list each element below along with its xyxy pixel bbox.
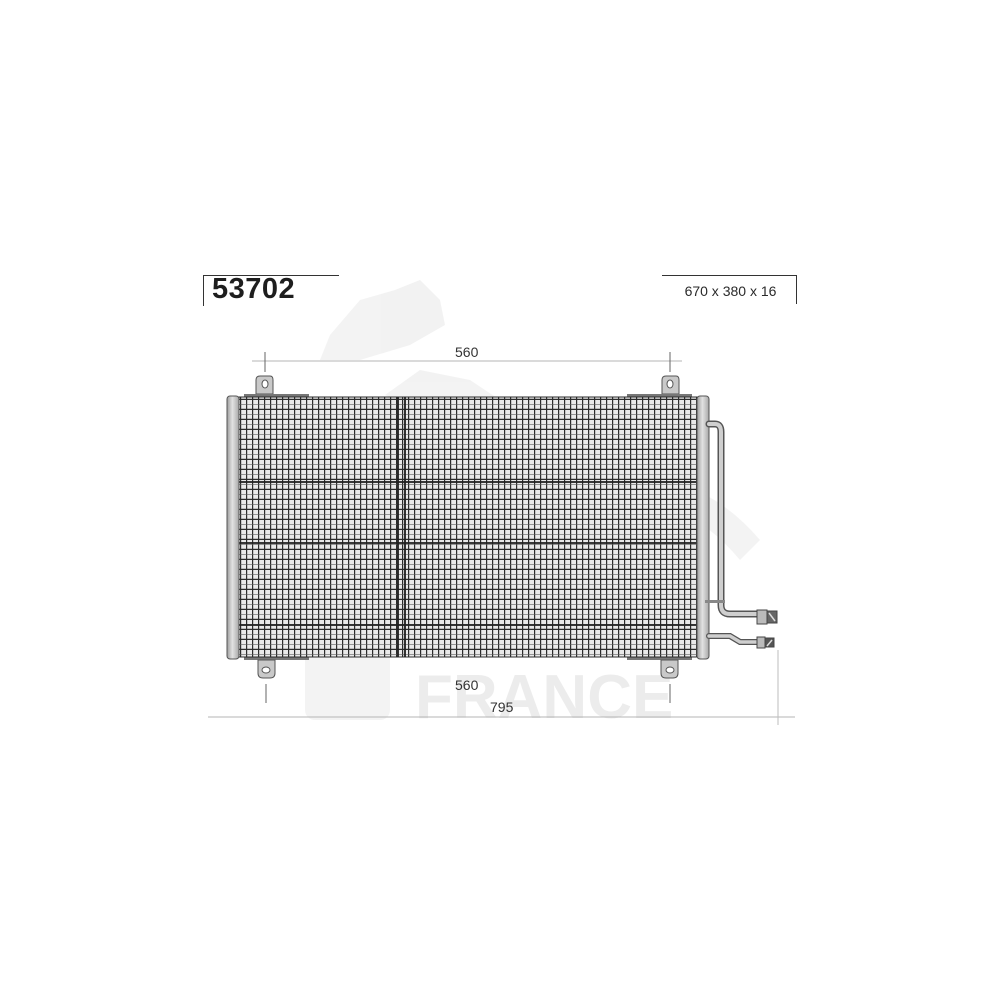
condenser-core bbox=[238, 396, 698, 658]
pipe-fittings bbox=[756, 609, 778, 649]
top-rail-left bbox=[244, 394, 309, 397]
dimensions-frame bbox=[662, 275, 797, 304]
top-rail-right bbox=[627, 394, 692, 397]
top-dimension bbox=[252, 352, 682, 372]
left-header-tank bbox=[226, 395, 240, 660]
bottom-rail-right bbox=[627, 657, 692, 660]
watermark-text: FRANCE bbox=[415, 663, 673, 732]
refrigerant-pipes bbox=[705, 420, 762, 645]
watermark-hand-icon bbox=[320, 280, 445, 360]
bottom-rail-left bbox=[244, 657, 309, 660]
overall-dimensions-label: 670 x 380 x 16 bbox=[684, 283, 777, 299]
overall-width-label: 795 bbox=[490, 699, 514, 715]
part-reference-number: 53702 bbox=[212, 273, 296, 305]
bottom-mount-brackets bbox=[257, 659, 679, 679]
bottom-dimensions bbox=[208, 650, 795, 725]
reference-frame bbox=[203, 275, 339, 306]
core-reinforcement-lines bbox=[239, 397, 697, 657]
right-header-tank bbox=[696, 395, 710, 660]
top-mount-brackets bbox=[255, 375, 680, 395]
bottom-mount-spacing-label: 560 bbox=[455, 677, 479, 693]
top-mount-spacing-label: 560 bbox=[455, 344, 479, 360]
